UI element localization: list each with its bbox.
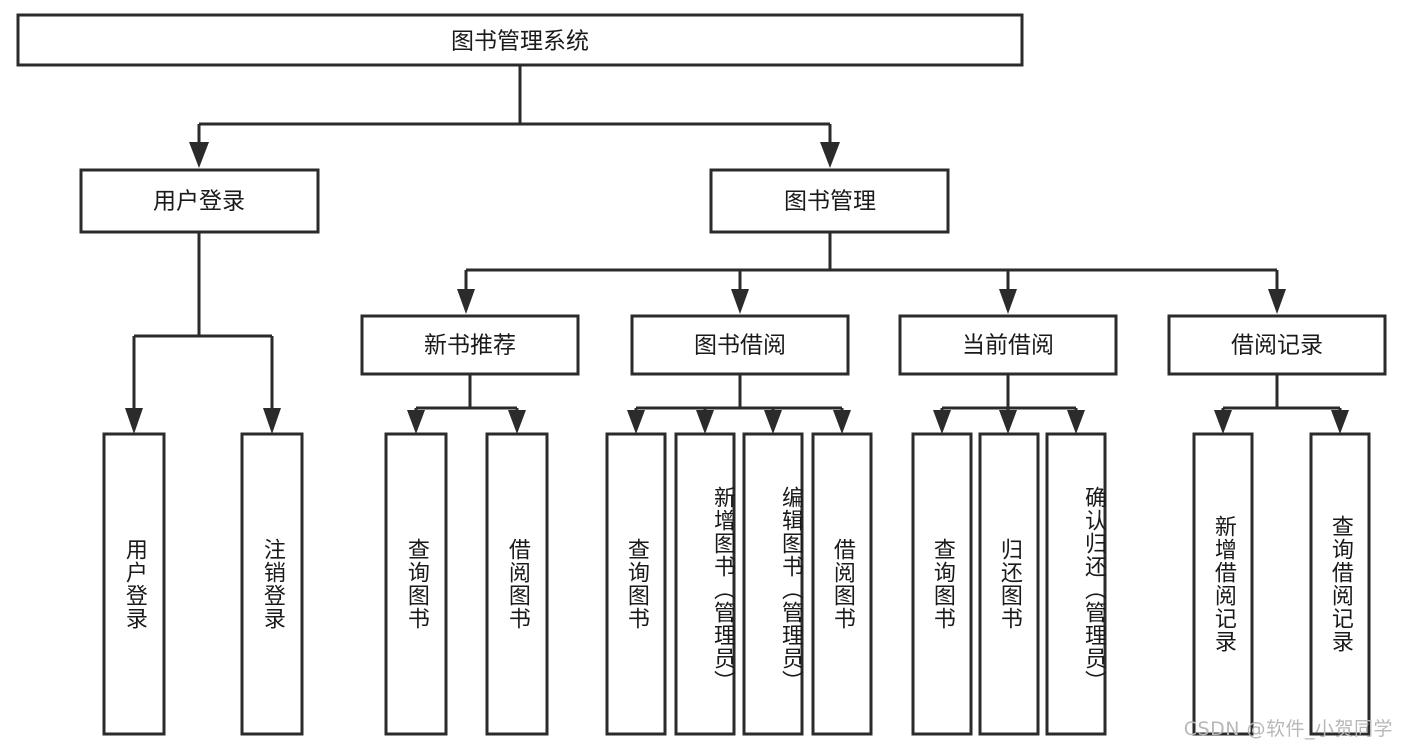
node-user-login-box[interactable]: [79, 168, 320, 234]
connector-book-borrow-to-leaves: [627, 374, 851, 434]
node-book-management-label: 图书管理: [784, 189, 876, 215]
leaf-box-borrow-book-2[interactable]: [811, 432, 873, 736]
connector-root-to-level2: [189, 65, 840, 168]
arrow-head-book-borrow: [731, 289, 749, 314]
node-borrow-record-box[interactable]: [1167, 314, 1387, 376]
arrow-head-leaf-add-book: [696, 410, 714, 434]
node-root-box[interactable]: [16, 13, 1024, 67]
leaf-box-add-book[interactable]: [674, 432, 736, 736]
connector-new-book-to-leaves: [407, 374, 526, 434]
leaf-box-user-login[interactable]: [102, 432, 166, 736]
leaf-box-borrow-book-1[interactable]: [485, 432, 549, 736]
connector-book-management-to-level3: [457, 232, 1286, 314]
node-book-borrow-label: 图书借阅: [694, 333, 786, 359]
arrow-head-leaf-borrow-book-1: [508, 410, 526, 434]
leaf-box-confirm-return[interactable]: [1045, 432, 1107, 736]
arrow-head-leaf-return-book: [999, 410, 1017, 434]
arrow-head-current-borrow: [999, 289, 1017, 314]
leaf-box-query-book-3[interactable]: [911, 432, 973, 736]
arrow-head-leaf-add-record: [1214, 410, 1232, 434]
leaf-box-user-logout[interactable]: [240, 432, 304, 736]
node-current-borrow-label: 当前借阅: [962, 333, 1054, 359]
node-book-management[interactable]: 图书管理: [709, 168, 950, 234]
node-new-book-recommend[interactable]: 新书推荐: [360, 314, 580, 376]
leaf-box-query-record[interactable]: [1309, 432, 1371, 736]
node-new-book-recommend-label: 新书推荐: [424, 333, 516, 359]
arrow-head-leaf-query-book-1: [407, 410, 425, 434]
leaf-box-return-book[interactable]: [978, 432, 1040, 736]
arrow-head-leaf-user-logout: [263, 408, 281, 434]
csdn-watermark: CSDN @软件_小贺同学: [1183, 718, 1393, 740]
arrow-head-leaf-confirm-return: [1067, 410, 1085, 434]
leaf-box-add-record[interactable]: [1192, 432, 1254, 736]
node-current-borrow-box[interactable]: [898, 314, 1118, 376]
node-user-login-label: 用户登录: [153, 189, 245, 215]
node-user-login[interactable]: 用户登录: [79, 168, 320, 234]
connector-borrow-record-to-leaves: [1214, 374, 1349, 434]
arrow-head-leaf-query-record: [1331, 410, 1349, 434]
arrow-head-leaf-query-book-3: [933, 410, 951, 434]
node-borrow-record[interactable]: 借阅记录: [1167, 314, 1387, 376]
arrow-head-user-login: [189, 142, 209, 168]
connector-current-borrow-to-leaves: [933, 374, 1085, 434]
arrow-head-leaf-user-login: [125, 408, 143, 434]
arrow-head-leaf-borrow-book-2: [833, 410, 851, 434]
leaf-box-edit-book[interactable]: [742, 432, 804, 736]
arrow-head-borrow-record: [1268, 289, 1286, 314]
arrow-head-new-book-recommend: [457, 289, 475, 314]
node-book-borrow-box[interactable]: [630, 314, 850, 376]
node-root[interactable]: 图书管理系统: [16, 13, 1024, 67]
leaf-box-query-book-1[interactable]: [384, 432, 448, 736]
node-root-label: 图书管理系统: [451, 29, 589, 55]
arrow-head-book-management: [820, 142, 840, 168]
leaf-box-query-book-2[interactable]: [605, 432, 667, 736]
arrow-head-leaf-edit-book: [764, 410, 782, 434]
connector-user-login-to-leaves: [125, 232, 281, 434]
node-book-management-box[interactable]: [709, 168, 950, 234]
node-current-borrow[interactable]: 当前借阅: [898, 314, 1118, 376]
node-new-book-recommend-box[interactable]: [360, 314, 580, 376]
node-book-borrow[interactable]: 图书借阅: [630, 314, 850, 376]
leaf-boxes: [102, 432, 1371, 736]
node-borrow-record-label: 借阅记录: [1231, 333, 1323, 359]
arrow-head-leaf-query-book-2: [627, 410, 645, 434]
